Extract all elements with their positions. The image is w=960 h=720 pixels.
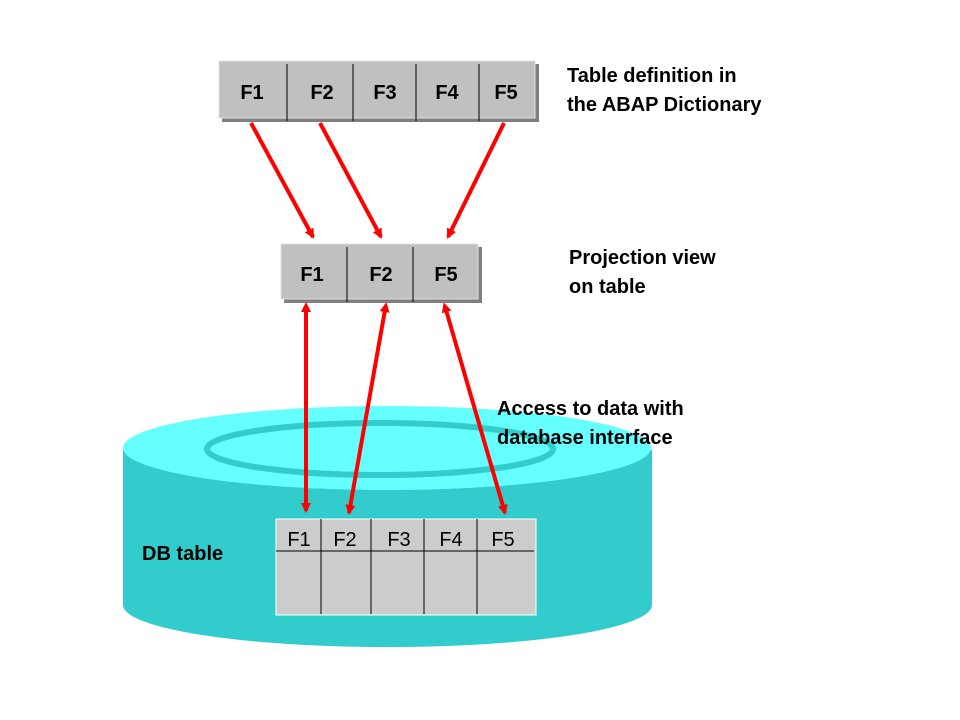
- view-to-db-arrows: [301, 302, 508, 515]
- db-table-label: DB table: [142, 543, 224, 565]
- db-field-f5: F5: [491, 529, 514, 551]
- access-label-line1: Access to data with: [497, 398, 684, 420]
- db-field-f2: F2: [333, 529, 356, 551]
- dict-field-f3: F3: [373, 82, 396, 104]
- view-field-f2: F2: [369, 264, 392, 286]
- db-table-grid: F1 F2 F3 F4 F5: [275, 518, 537, 616]
- dictionary-label-line2: the ABAP Dictionary: [567, 94, 762, 116]
- db-field-f3: F3: [387, 529, 410, 551]
- access-label-line2: database interface: [497, 427, 673, 449]
- arrow-view-f5-db-f5: [441, 302, 508, 515]
- dict-field-f2: F2: [310, 82, 333, 104]
- dict-field-f4: F4: [435, 82, 459, 104]
- dictionary-table-label: Table definition in the ABAP Dictionary: [567, 62, 761, 120]
- db-field-f1: F1: [287, 529, 310, 551]
- view-field-f1: F1: [300, 264, 323, 286]
- projection-view-table: F1 F2 F5: [280, 243, 482, 303]
- db-field-f4: F4: [439, 529, 462, 551]
- arrow-dict-f5-to-view-f5: [446, 122, 506, 239]
- dict-field-f5: F5: [494, 82, 517, 104]
- dict-field-f1: F1: [240, 82, 263, 104]
- arrow-dict-f1-to-view-f1: [249, 122, 315, 239]
- arrow-view-f2-db-f2: [345, 302, 390, 515]
- projection-label-line1: Projection view: [569, 247, 716, 269]
- dict-to-view-arrows: [249, 122, 506, 239]
- dictionary-label-line1: Table definition in: [567, 65, 737, 87]
- dictionary-table: F1 F2 F3 F4 F5: [218, 60, 539, 122]
- arrow-dict-f2-to-view-f2: [318, 122, 383, 239]
- view-field-f5: F5: [434, 264, 457, 286]
- access-label: Access to data with database interface: [497, 395, 684, 453]
- projection-label-line2: on table: [569, 276, 646, 298]
- projection-view-label: Projection view on table: [569, 244, 716, 302]
